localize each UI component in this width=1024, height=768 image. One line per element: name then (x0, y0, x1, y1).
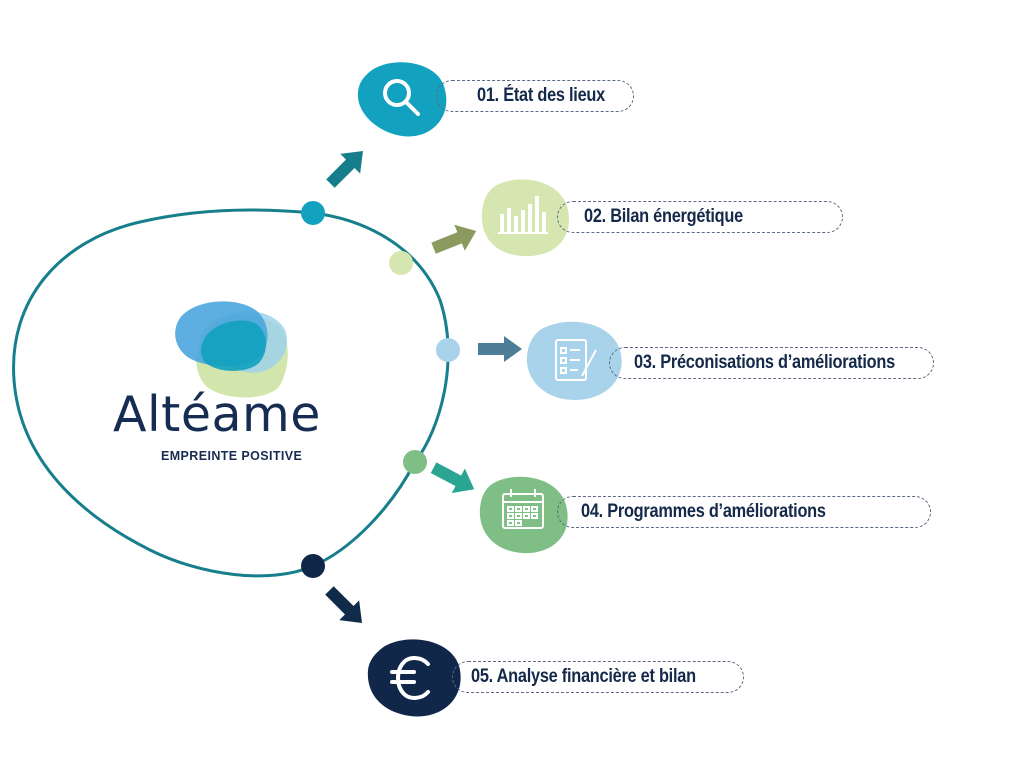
calendar-icon (502, 489, 544, 529)
step-1-pill: 01. État des lieux (436, 80, 634, 112)
step-2-badge (481, 179, 569, 257)
arrow-step-4 (430, 462, 475, 494)
step-5-badge (367, 639, 461, 717)
loop-dot-1 (301, 201, 325, 225)
step-3-label: 03. Préconisations d’améliorations (634, 352, 895, 373)
arrow-step-3 (478, 336, 522, 362)
central-loop (12, 208, 450, 578)
step-5-pill: 05. Analyse financière et bilan (452, 661, 744, 693)
step-2-label: 02. Bilan énergétique (584, 206, 743, 227)
step-3-badge (526, 321, 622, 400)
step-1-badge (357, 62, 447, 137)
arrow-step-5 (325, 586, 362, 623)
loop-dot-2 (389, 251, 413, 275)
step-4-pill: 04. Programmes d’améliorations (557, 496, 931, 528)
loop-dot-3 (436, 338, 460, 362)
step-1-label: 01. État des lieux (477, 85, 605, 106)
logo-wordmark: Altéame (113, 386, 321, 443)
logo-tagline: EMPREINTE POSITIVE (161, 449, 303, 463)
arrow-step-1 (326, 151, 363, 188)
search-icon (383, 79, 420, 116)
euro-icon (390, 656, 430, 700)
step-5-label: 05. Analyse financière et bilan (471, 666, 696, 687)
step-4-badge (479, 476, 568, 554)
step-4-label: 04. Programmes d’améliorations (581, 501, 826, 522)
logo-mark (175, 301, 288, 398)
bar-chart-icon (498, 196, 548, 234)
loop-dot-5 (301, 554, 325, 578)
step-2-pill: 02. Bilan énergétique (557, 201, 843, 233)
arrow-step-2 (431, 224, 477, 254)
loop-dot-4 (403, 450, 427, 474)
step-3-pill: 03. Préconisations d’améliorations (609, 347, 934, 379)
checklist-icon (555, 339, 597, 381)
